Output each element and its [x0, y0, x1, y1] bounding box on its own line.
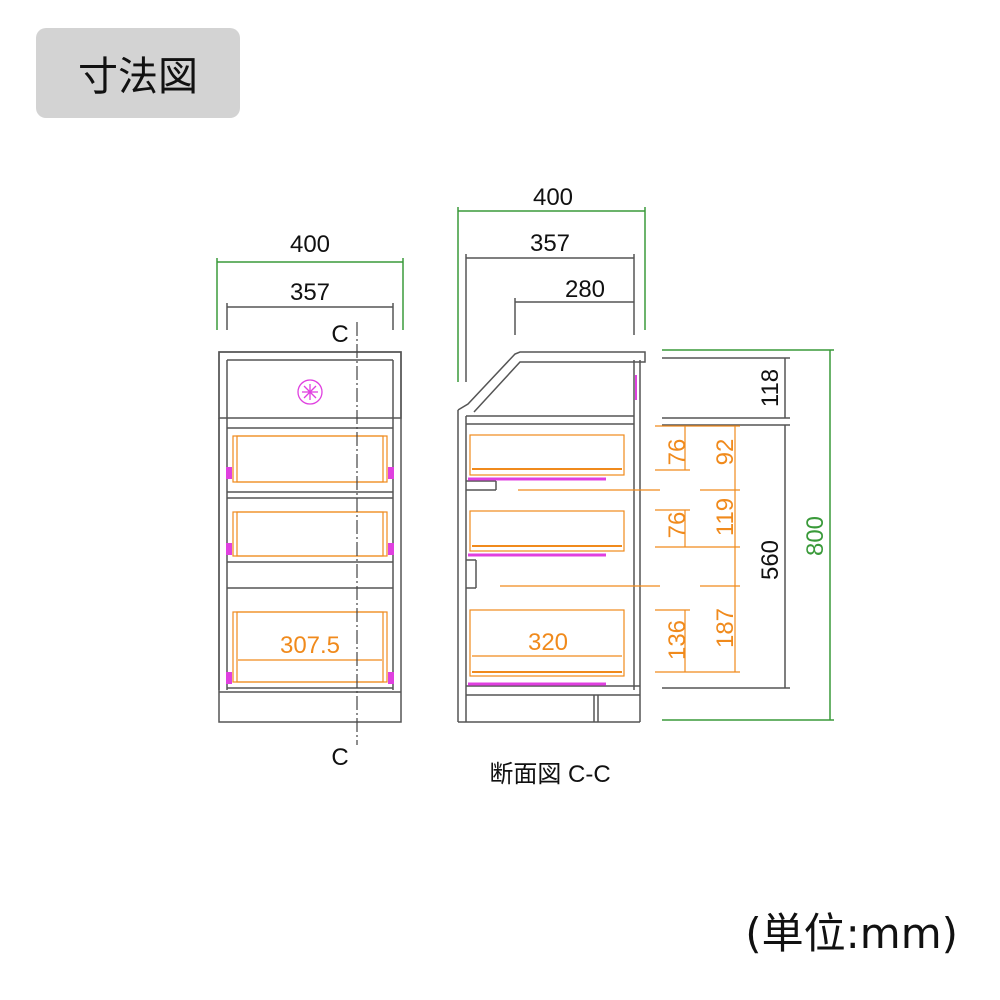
- dim-front-357: [226, 303, 394, 330]
- lock-icon: [297, 379, 323, 405]
- height-118: 118: [757, 369, 784, 407]
- dim-height-lines: [662, 357, 790, 689]
- slanted-top: [457, 351, 646, 413]
- front-cabinet-outline: [218, 351, 402, 723]
- dim-section-400: [457, 207, 646, 382]
- front-drawers: [232, 435, 388, 683]
- section-mark-top: C: [331, 321, 348, 348]
- section-mark-bottom: C: [331, 744, 348, 771]
- section-slides: [468, 375, 637, 686]
- section-width-280: 280: [565, 276, 605, 303]
- dim-drawer-lines: [655, 425, 740, 673]
- dim-front-400: [216, 258, 404, 330]
- section-drawers: [469, 434, 660, 677]
- drawer1-92: 92: [712, 439, 739, 466]
- drawer-depth-320: 320: [528, 629, 568, 656]
- drawer2-76: 76: [664, 512, 691, 539]
- drawer3-187: 187: [712, 608, 739, 648]
- drawer1-76: 76: [664, 439, 691, 466]
- section-width-400: 400: [533, 184, 573, 211]
- page-title: 寸法図: [36, 28, 240, 118]
- front-width-400: 400: [290, 231, 330, 258]
- section-width-357: 357: [530, 230, 570, 257]
- section-caption: 断面図 C-C: [489, 761, 610, 788]
- drawer-width-307-5: 307.5: [280, 632, 340, 659]
- front-width-357: 357: [290, 279, 330, 306]
- top-panel: [218, 351, 402, 419]
- drawer3-136: 136: [664, 620, 691, 660]
- dim-section-280: [514, 298, 634, 335]
- drawer2-119: 119: [712, 498, 739, 536]
- section-view: [457, 207, 834, 723]
- dim-section-357: [465, 254, 635, 382]
- drawer-slides: [226, 467, 394, 684]
- front-view: [216, 258, 404, 745]
- dim-height-800: [662, 349, 834, 721]
- height-560: 560: [757, 540, 784, 580]
- unit-label: (単位:mm): [745, 909, 958, 958]
- height-800: 800: [802, 516, 829, 556]
